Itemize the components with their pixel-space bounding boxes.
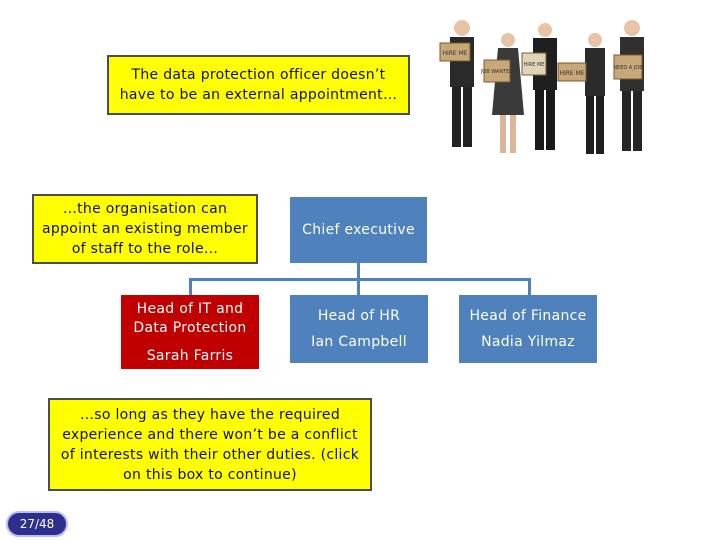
head-of-it-role: Head of IT and Data Protection xyxy=(133,301,247,336)
head-of-finance-box: Head of Finance Nadia Yilmaz xyxy=(459,295,597,363)
person-figure: HIRE ME xyxy=(557,33,605,154)
sign-label: NEED A JOB xyxy=(613,65,643,71)
sign-label: HIRE ME xyxy=(524,62,545,68)
head-of-finance-name: Nadia Yilmaz xyxy=(481,334,575,350)
connector-middle xyxy=(357,278,360,296)
chief-executive-box: Chief executive xyxy=(290,197,427,263)
head-of-it-box: Head of IT and Data Protection Sarah Far… xyxy=(121,295,259,369)
head-of-hr-box: Head of HR Ian Campbell xyxy=(290,295,428,363)
intro-callout: The data protection officer doesn’t have… xyxy=(107,55,410,115)
person-figure: HIRE ME xyxy=(439,20,474,147)
head-of-hr-role: Head of HR xyxy=(317,308,401,324)
sign-label: HIRE ME xyxy=(559,70,584,77)
intro-text: The data protection officer doesn’t have… xyxy=(119,67,398,103)
sign-label: JOB WANTED xyxy=(480,69,513,75)
connector-vertical-top xyxy=(357,263,360,279)
page-indicator-badge: 27/48 xyxy=(6,511,68,537)
connector-horizontal xyxy=(189,278,531,281)
connector-right xyxy=(528,278,531,296)
person-figure: JOB WANTED xyxy=(480,33,524,153)
continue-text: …so long as they have the required exper… xyxy=(60,406,360,483)
connector-left xyxy=(189,278,192,296)
staff-callout: …the organisation can appoint an existin… xyxy=(32,194,258,264)
head-of-finance-role: Head of Finance xyxy=(469,308,587,324)
head-of-hr-name: Ian Campbell xyxy=(311,334,407,350)
person-figure: HIRE ME xyxy=(521,23,557,150)
staff-text: …the organisation can appoint an existin… xyxy=(42,201,248,257)
person-figure: NEED A JOB xyxy=(613,20,644,151)
head-of-it-name: Sarah Farris xyxy=(146,348,234,364)
page-indicator-text: 27/48 xyxy=(19,517,55,531)
sign-label: HIRE ME xyxy=(442,50,467,57)
chief-executive-label: Chief executive xyxy=(302,222,415,238)
job-seekers-holding-signs-image: HIRE ME JOB WANTED HIRE ME HIRE ME NEED … xyxy=(439,20,644,154)
continue-callout-button[interactable]: …so long as they have the required exper… xyxy=(48,398,372,491)
